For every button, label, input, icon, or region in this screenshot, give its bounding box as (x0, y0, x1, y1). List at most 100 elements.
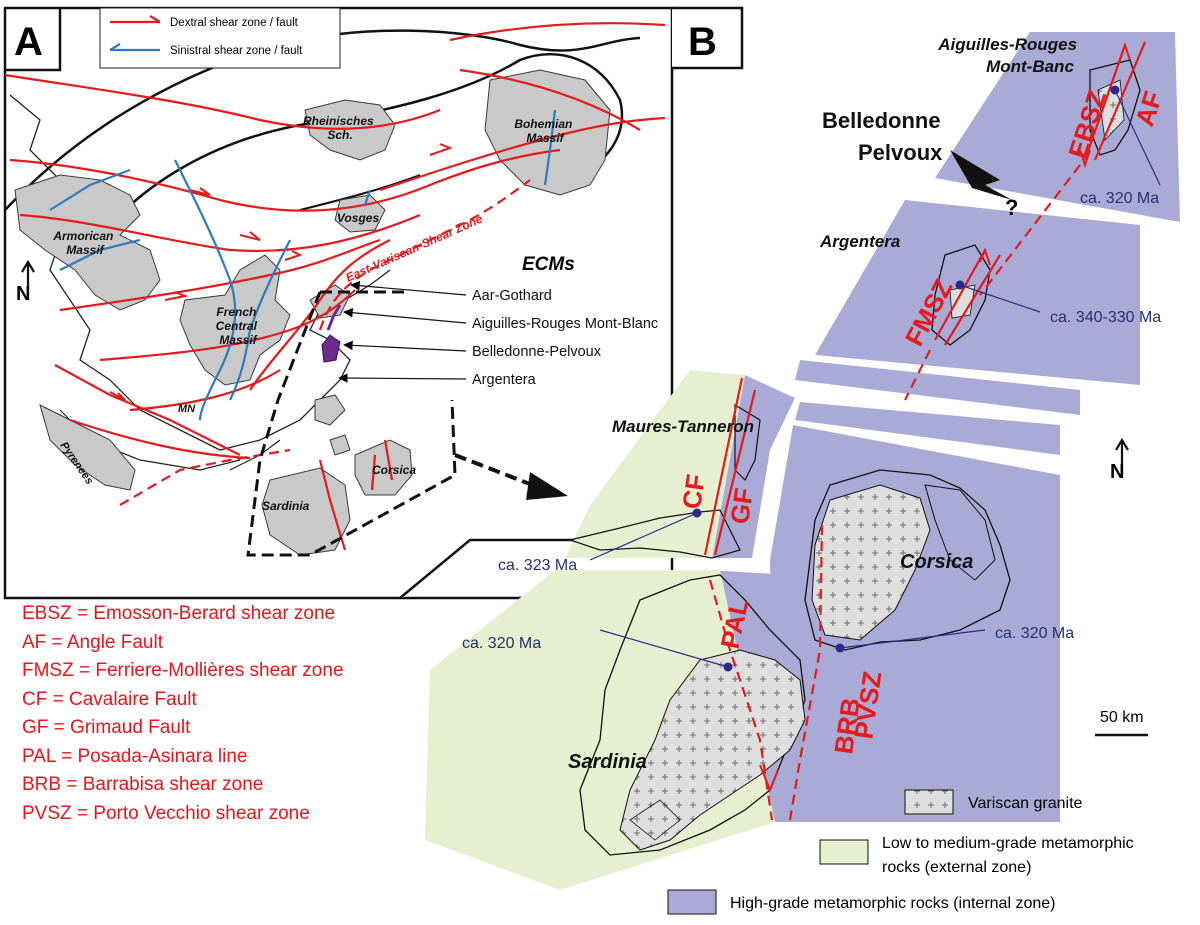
dextral-fault-11 (249, 239, 391, 391)
panel-a: A (3, 6, 674, 600)
ecm-arrow-belledonne (343, 340, 467, 352)
ecm-arrow-argentera (338, 373, 467, 383)
corsica-label-b: Corsica (900, 551, 973, 573)
sardinia-granite (619, 649, 806, 851)
ecm-item-argentera: Argentera (472, 372, 537, 388)
sinistral-fault-1 (174, 159, 237, 421)
maures-label: Maures-Tanneron (612, 417, 754, 436)
sardinia-outline (579, 574, 806, 856)
abbr-af: AF = Angle Fault (22, 631, 163, 653)
thin-strip-2 (795, 402, 1060, 455)
dextral-fault-8 (449, 22, 666, 42)
dextral-fault-3 (19, 213, 421, 253)
age-corsica: ca. 320 Ma (995, 625, 1074, 642)
abbr-fmsz: FMSZ = Ferriere-Mollières shear zone (22, 660, 344, 681)
arm-label: Aiguilles-Rouges Mont-Banc (937, 35, 1082, 76)
gf-label: GF (724, 486, 759, 526)
vosges-label: Vosges (337, 211, 380, 225)
argentera-label: Argentera (819, 232, 900, 251)
pyrenees-shape (39, 404, 136, 491)
maures-purple (712, 375, 795, 558)
scale-bar: 50 km (1095, 709, 1148, 737)
fmsz-line (934, 249, 986, 341)
abbr-gf: GF = Grimaud Fault (22, 717, 191, 738)
age-argentera: ca. 340-330 Ma (1050, 309, 1161, 326)
legend-high: High-grade metamorphic rocks (internal z… (730, 895, 1055, 912)
dextral-fault-9 (459, 68, 641, 131)
dextral-fault-1 (4, 73, 441, 130)
legend-low: Low to medium-grade metamorphic rocks (e… (882, 835, 1138, 876)
dextral-fault-7 (69, 418, 251, 460)
abbr-ebsz: EBSZ = Emosson-Berard shear zone (22, 603, 336, 624)
legend-swatch-granite (904, 789, 954, 815)
variscan-front-north (4, 29, 641, 211)
belledonne-label: Belledonne Pelvoux (822, 108, 947, 165)
dextral-fault-13 (318, 459, 347, 551)
panel-b-letter: B (688, 20, 717, 64)
rheinisches-label: Rheinisches Sch. (303, 114, 377, 142)
abbr-brb: BRB = Barrabisa shear zone (22, 774, 264, 795)
north-arrow-a: N (16, 259, 35, 305)
sinistral-legend-icon (109, 43, 160, 52)
legend-swatch-high (667, 889, 717, 915)
pvsz-line (788, 524, 824, 821)
north-arrow-b: N (1110, 437, 1129, 483)
dextral-fault-2 (9, 148, 561, 212)
rheinisches-shape (304, 99, 396, 161)
cf-label: CF (676, 472, 711, 511)
dextral-fault-4 (59, 238, 381, 312)
abbreviation-list: EBSZ = Emosson-Berard shear zone AF = An… (22, 600, 344, 828)
dextral-fault-14 (370, 454, 377, 491)
inset-arrow (454, 453, 541, 490)
mn-label: MN (178, 403, 196, 415)
gf-line (713, 389, 757, 556)
ebsz-dashed (979, 164, 1081, 296)
corsica-granite (811, 484, 931, 641)
sardinia-label-b: Sardinia (568, 751, 647, 773)
ecm-arrow-aar (350, 280, 467, 296)
dextral-fault-6 (54, 364, 241, 456)
sinistral-fault-5 (543, 109, 557, 186)
age-arm: ca. 320 Ma (1080, 190, 1159, 207)
belledonne-arrow (950, 150, 1012, 200)
panel-a-letter: A (14, 20, 43, 64)
ecm-patch (321, 334, 341, 363)
legend-granite: Variscan granite (968, 795, 1083, 812)
map-legend: Variscan granite Low to medium-grade met… (667, 789, 1138, 915)
fmsz-dashed (904, 349, 931, 401)
corsica-label-a: Corsica (372, 463, 416, 477)
ecm-item-aar: Aar-Gothard (472, 288, 552, 304)
dextral-legend-icon (110, 15, 161, 24)
ecm-arrow-arm (343, 307, 467, 324)
dextral-fault-15 (383, 439, 394, 481)
dextral-legend-label: Dextral shear zone / fault (170, 17, 299, 29)
cf-line (703, 377, 744, 556)
fmsz-line-2 (944, 254, 1001, 346)
sinistral-fault-3 (49, 168, 131, 211)
north-label-b: N (1110, 461, 1124, 483)
armorican-label: Armorican Massif (52, 229, 116, 257)
age-sardinia: ca. 320 Ma (462, 635, 541, 652)
dextral-fault-12 (129, 369, 281, 412)
abbr-pvsz: PVSZ = Porto Vecchio shear zone (22, 802, 310, 824)
sinistral-legend-label: Sinistral shear zone / fault (170, 45, 303, 57)
ecm-dashed-box (246, 290, 457, 557)
maures-coast (567, 509, 741, 559)
ecm-item-arm: Aiguilles-Rouges Mont-Blanc (472, 316, 658, 332)
abbr-pal: PAL = Posada-Asinara line (22, 745, 248, 767)
corsica-shape-a (354, 439, 413, 496)
sinistral-fault-4 (59, 238, 141, 271)
sardinia-label-a: Sardinia (262, 499, 310, 513)
scale-label: 50 km (1100, 709, 1144, 726)
dextral-fault-10 (379, 116, 666, 192)
dextral-fault-5 (99, 289, 356, 362)
age-maures: ca. 323 Ma (498, 557, 577, 574)
french-central-label: French Central Massif (216, 305, 261, 347)
north-label-a: N (16, 283, 30, 305)
evsz-line (318, 179, 531, 331)
panel-b: B (425, 6, 1180, 915)
bohemian-label: Bohemian Massif (514, 117, 575, 145)
ecm-item-belledonne: Belledonne-Pelvoux (472, 344, 602, 360)
ebsz-line (1083, 44, 1127, 161)
